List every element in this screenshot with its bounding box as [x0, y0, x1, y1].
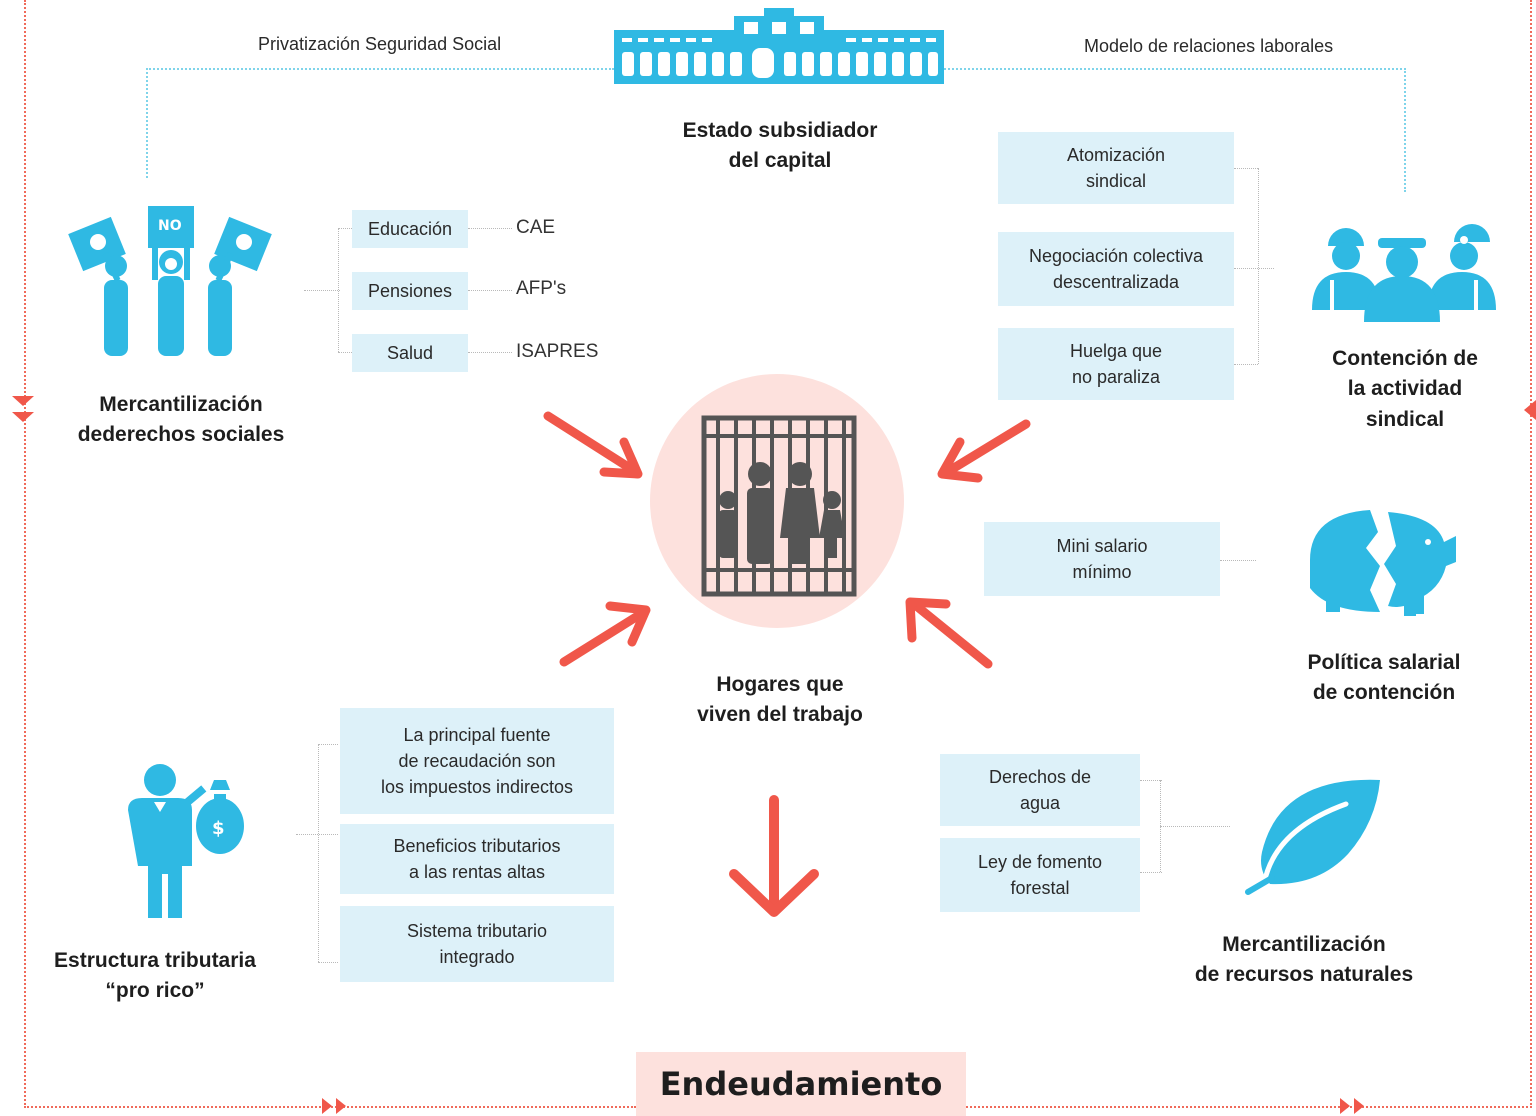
- huelga-box: Huelga que no paraliza: [998, 328, 1234, 400]
- politica-salarial-title: Política salarial de contención: [1307, 651, 1461, 705]
- bracket-tick: [1140, 780, 1162, 781]
- frame-left-arrowheads: [12, 396, 34, 422]
- top-right-drop: [1404, 68, 1406, 192]
- bracket-tick: [318, 962, 338, 963]
- left-lower-bracket: [318, 744, 319, 962]
- afp-note: AFP's: [516, 278, 567, 299]
- sistema-integrado-box: Sistema tributario integrado: [340, 906, 614, 982]
- bracket-tick: [1140, 872, 1162, 873]
- frame-right-arrowhead: [1524, 400, 1536, 420]
- isapres-note: ISAPRES: [516, 341, 599, 362]
- bracket-tick: [338, 352, 354, 353]
- negociacion-box: Negociación colectiva descentralizada: [998, 232, 1234, 306]
- bracket-tick: [1234, 364, 1258, 365]
- note-connector: [468, 352, 512, 353]
- right-upper-bracket: [1258, 168, 1259, 364]
- bracket-tick: [338, 228, 354, 229]
- arrow-down: [729, 795, 819, 917]
- cae-note: CAE: [516, 217, 556, 238]
- rich-man-money-bag-icon: $: [128, 764, 244, 918]
- note-connector: [468, 228, 512, 229]
- leaf-icon: [1245, 779, 1380, 895]
- arrow-upper-left: [543, 411, 643, 479]
- recursos-naturales-title: Mercantilización de recursos naturales: [1194, 933, 1414, 987]
- educacion-box: Educación: [352, 210, 468, 248]
- pensiones-box: Pensiones: [352, 272, 468, 310]
- left-upper-bracket: [338, 228, 339, 352]
- left-lower-connector: [296, 834, 338, 835]
- family-behind-bars-icon: [701, 415, 857, 597]
- salario-connector: [1220, 560, 1256, 561]
- svg-text:$: $: [212, 818, 225, 839]
- left-upper-connector: [304, 290, 340, 291]
- bracket-tick: [1234, 268, 1274, 269]
- top-left-drop: [146, 68, 148, 178]
- atomizacion-box: Atomización sindical: [998, 132, 1234, 204]
- bracket-tick: [318, 744, 338, 745]
- privatizacion-label: Privatización Seguridad Social: [258, 34, 502, 54]
- arrow-lower-left: [559, 601, 651, 667]
- salud-box: Salud: [352, 334, 468, 372]
- derechos-agua-box: Derechos de agua: [940, 754, 1140, 826]
- beneficios-tributarios-box: Beneficios tributarios a las rentas alta…: [340, 824, 614, 894]
- government-building-icon: [614, 8, 944, 84]
- top-left-connector: [146, 68, 614, 70]
- right-lower-connector: [1160, 826, 1230, 827]
- estructura-tributaria-title: Estructura tributaria “pro rico”: [54, 949, 256, 1003]
- contencion-sindical-title: Contención de la actividad sindical: [1332, 347, 1478, 431]
- mercantilizacion-derechos-title: Mercantilización dederechos sociales: [77, 393, 285, 447]
- hogares-title: Hogares que viven del trabajo: [697, 673, 863, 727]
- bottom-left-arrowheads: [322, 1098, 346, 1114]
- mini-salario-box: Mini salario mínimo: [984, 522, 1220, 596]
- arrow-upper-right: [937, 419, 1031, 483]
- endeudamiento-label: Endeudamiento: [636, 1052, 966, 1116]
- svg-text:NO: NO: [158, 218, 182, 234]
- top-right-connector: [944, 68, 1406, 70]
- broken-piggy-bank-icon: [1310, 510, 1456, 616]
- note-connector: [468, 290, 512, 291]
- ley-fomento-box: Ley de fomento forestal: [940, 838, 1140, 912]
- frame-right-line: [1530, 0, 1532, 1108]
- frame-bottom-right-line: [966, 1106, 1532, 1108]
- estado-subsidiador-title: Estado subsidiador del capital: [682, 119, 878, 173]
- frame-left-line: [24, 0, 26, 1108]
- modelo-relaciones-label: Modelo de relaciones laborales: [1084, 36, 1334, 56]
- arrow-lower-right: [905, 597, 993, 669]
- workers-icon: [1312, 224, 1496, 322]
- recaudacion-box: La principal fuente de recaudación son l…: [340, 708, 614, 814]
- bracket-tick: [1234, 168, 1258, 169]
- protesters-icon: NO: [68, 206, 272, 356]
- bottom-right-arrowheads: [1340, 1098, 1364, 1114]
